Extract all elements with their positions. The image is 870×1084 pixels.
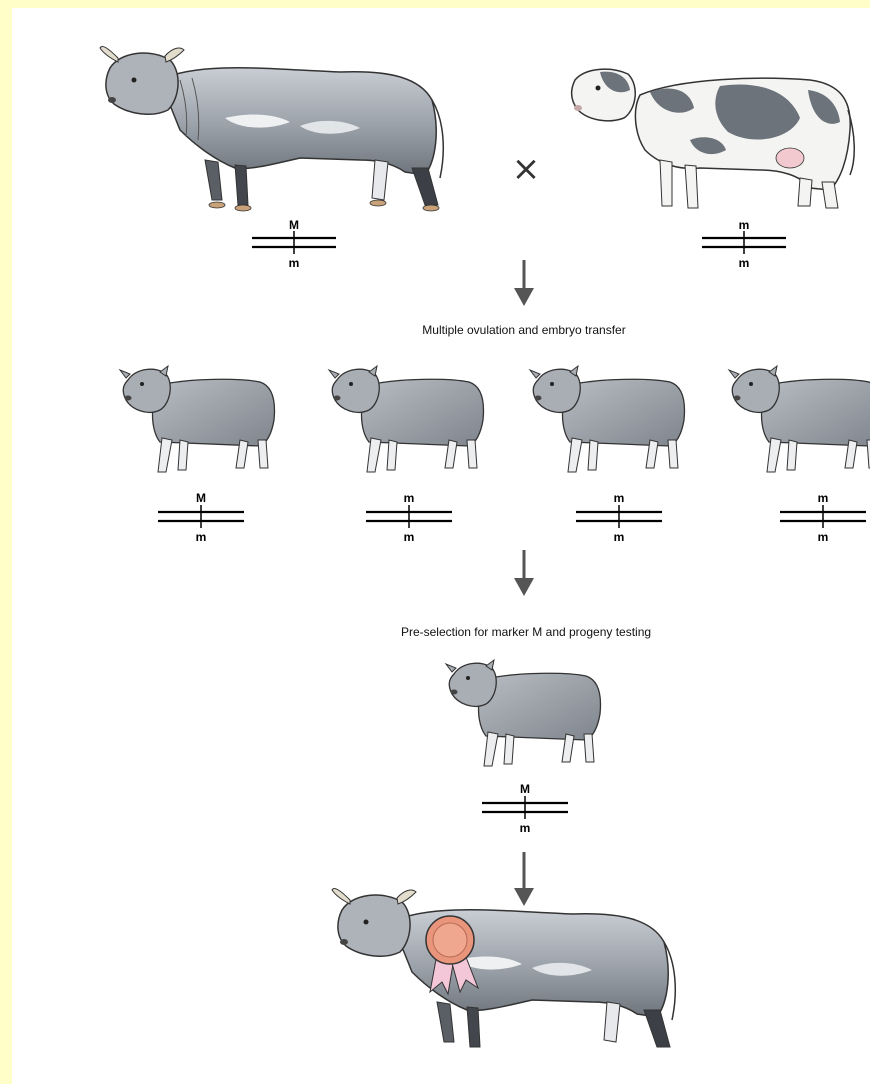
offspring-2-chromosome: m m bbox=[366, 491, 452, 544]
selected-allele-bottom: m bbox=[520, 821, 531, 835]
dam-chromosome: m m bbox=[702, 218, 786, 270]
holstein-cow-icon bbox=[572, 69, 855, 208]
offspring-4-allele-top: m bbox=[818, 491, 829, 505]
dam-allele-bottom: m bbox=[739, 256, 750, 270]
offspring-3-allele-top: m bbox=[614, 491, 625, 505]
step-1-label: Multiple ovulation and embryo transfer bbox=[422, 323, 625, 337]
calf-icon bbox=[530, 366, 684, 472]
offspring-1-allele-bottom: m bbox=[196, 530, 207, 544]
offspring-4-allele-bottom: m bbox=[818, 530, 829, 544]
offspring-3-chromosome: m m bbox=[576, 491, 662, 544]
selected-chromosome: M m bbox=[482, 782, 568, 835]
dam-allele-top: m bbox=[739, 218, 750, 232]
bull-icon bbox=[100, 46, 443, 211]
calf-icon bbox=[120, 366, 274, 472]
offspring-1-chromosome: M m bbox=[158, 491, 244, 544]
calf-icon bbox=[729, 366, 870, 472]
sire-chromosome: M m bbox=[252, 218, 336, 270]
offspring-3-allele-bottom: m bbox=[614, 530, 625, 544]
selected-allele-top: M bbox=[520, 782, 530, 796]
step-2-label: Pre-selection for marker M and progeny t… bbox=[401, 625, 651, 639]
arrow-down-icon bbox=[514, 550, 534, 596]
offspring-4-chromosome: m m bbox=[780, 491, 866, 544]
offspring-2-allele-bottom: m bbox=[404, 530, 415, 544]
offspring-1-allele-top: M bbox=[196, 491, 206, 505]
arrow-down-icon bbox=[514, 260, 534, 306]
cross-symbol: × bbox=[512, 149, 541, 189]
prize-bull-icon bbox=[332, 888, 675, 1047]
calf-icon bbox=[329, 366, 483, 472]
sire-allele-top: M bbox=[289, 218, 299, 232]
arrow-down-icon bbox=[514, 852, 534, 906]
sire-allele-bottom: m bbox=[289, 256, 300, 270]
calf-icon bbox=[446, 660, 600, 766]
offspring-2-allele-top: m bbox=[404, 491, 415, 505]
